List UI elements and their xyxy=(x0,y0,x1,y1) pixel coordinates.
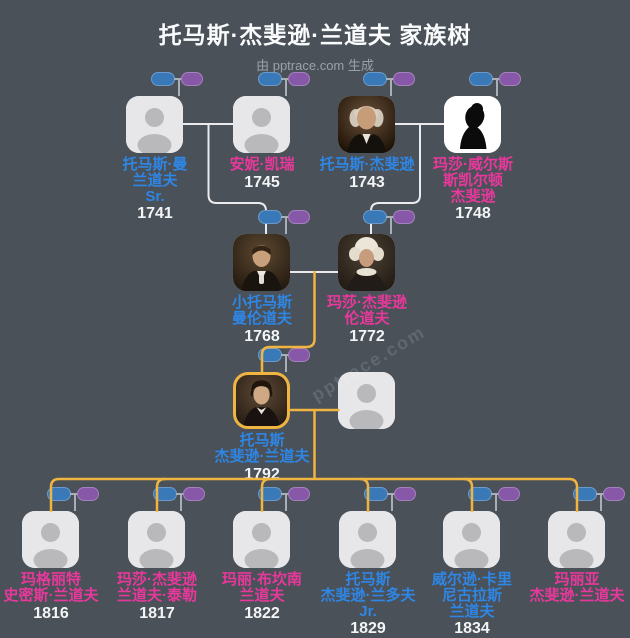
wife-icon xyxy=(288,72,310,86)
person-name: 托马斯 杰斐逊·兰道夫 xyxy=(214,432,310,465)
couple-icons xyxy=(312,210,422,234)
avatar-placeholder xyxy=(339,511,396,568)
lineage-descent-to-focal xyxy=(260,270,316,374)
lineage-branch-c3 xyxy=(260,477,272,513)
avatar-placeholder xyxy=(548,511,605,568)
portrait-thomas-jefferson xyxy=(338,96,395,153)
couple-icons xyxy=(102,487,212,511)
couple-icons xyxy=(313,487,423,511)
couple-icons xyxy=(100,72,210,96)
person-name: 玛丽亚 杰斐逊·兰道夫 xyxy=(529,571,625,604)
avatar-placeholder xyxy=(338,372,395,429)
birth-year: 1748 xyxy=(455,205,491,223)
birth-year: 1768 xyxy=(244,327,280,345)
couple-stub-line xyxy=(390,217,392,234)
birth-year: 1829 xyxy=(350,620,386,638)
wife-icon xyxy=(77,487,99,501)
couple-stub-line xyxy=(180,494,182,511)
wife-icon xyxy=(499,72,521,86)
person-name: 小托马斯 曼伦道夫 xyxy=(231,294,292,327)
couple-stub-line xyxy=(391,494,393,511)
couple-stub-line xyxy=(600,494,602,511)
couple-stub-line xyxy=(496,79,498,96)
couple-icons xyxy=(207,487,317,511)
avatar-placeholder xyxy=(233,96,290,153)
person-name: 玛格丽特 史密斯·兰道夫 xyxy=(3,571,99,604)
couple-stub-line xyxy=(178,79,180,96)
couple-icons xyxy=(312,72,422,96)
wife-icon xyxy=(498,487,520,501)
person-name: 玛莎·杰斐逊 伦道夫 xyxy=(327,294,407,327)
birth-year: 1745 xyxy=(244,173,280,191)
avatar-placeholder xyxy=(233,511,290,568)
generator-credit: 由 pptrace.com 生成 xyxy=(256,58,374,73)
person-name: 托马斯·杰斐逊 xyxy=(319,156,415,173)
person-name: 托马斯·曼 兰道夫 Sr. xyxy=(122,156,188,205)
birth-year: 1743 xyxy=(349,173,385,191)
person-name: 安妮·凯瑞 xyxy=(229,156,295,173)
avatar-placeholder xyxy=(443,511,500,568)
portrait-thomas-jefferson-randolph xyxy=(233,372,290,429)
wife-icon xyxy=(288,210,310,224)
header: 托马斯·杰斐逊·兰道夫 家族树 由 pptrace.com 生成 xyxy=(0,0,630,74)
lineage-branch-c4 xyxy=(358,477,370,513)
wife-icon xyxy=(393,210,415,224)
descent-line-to-g2b xyxy=(370,123,421,235)
wife-icon xyxy=(181,72,203,86)
couple-stub-line xyxy=(285,217,287,234)
birth-year: 1817 xyxy=(139,604,175,622)
person-name: 玛莎·杰斐逊 兰道夫·泰勒 xyxy=(117,571,197,604)
wife-icon xyxy=(288,348,310,362)
wife-icon xyxy=(288,487,310,501)
couple-stub-line xyxy=(74,494,76,511)
couple-icons xyxy=(207,210,317,234)
birth-year: 1816 xyxy=(33,604,69,622)
couple-icons xyxy=(417,487,527,511)
couple-stub-line xyxy=(285,79,287,96)
couple-icons xyxy=(0,487,106,511)
couple-icons xyxy=(418,72,528,96)
avatar-placeholder xyxy=(126,96,183,153)
lineage-branch-c2 xyxy=(155,477,167,513)
avatar-placeholder xyxy=(128,511,185,568)
person-name: 玛丽·布坎南 兰道夫 xyxy=(222,571,302,604)
portrait-man xyxy=(233,234,290,291)
lineage-branch-c5 xyxy=(462,477,474,513)
couple-stub-line xyxy=(390,79,392,96)
couple-icons xyxy=(207,348,317,372)
birth-year: 1822 xyxy=(244,604,280,622)
couple-stub-line xyxy=(285,355,287,372)
birth-year: 1834 xyxy=(454,620,490,638)
couple-stub-line xyxy=(285,494,287,511)
descent-line-to-g2a xyxy=(207,123,267,235)
person-name: 玛莎·威尔斯 斯凯尔顿 杰斐逊 xyxy=(433,156,513,205)
wife-icon xyxy=(603,487,625,501)
portrait-woman xyxy=(338,234,395,291)
birth-year: 1741 xyxy=(137,205,173,223)
page-title: 托马斯·杰斐逊·兰道夫 家族树 xyxy=(158,22,472,48)
silhouette-portrait xyxy=(444,96,501,153)
wife-icon xyxy=(394,487,416,501)
couple-icons xyxy=(522,487,630,511)
lineage-children-rail xyxy=(49,477,579,513)
person-name: 托马斯 杰斐逊·兰多夫 Jr. xyxy=(320,571,416,620)
birth-year: 1772 xyxy=(349,327,385,345)
couple-icons xyxy=(207,72,317,96)
couple-stub-line xyxy=(495,494,497,511)
wife-icon xyxy=(393,72,415,86)
person-name: 威尔逊·卡里 尼古拉斯 兰道夫 xyxy=(432,571,512,620)
wife-icon xyxy=(183,487,205,501)
avatar-placeholder xyxy=(22,511,79,568)
